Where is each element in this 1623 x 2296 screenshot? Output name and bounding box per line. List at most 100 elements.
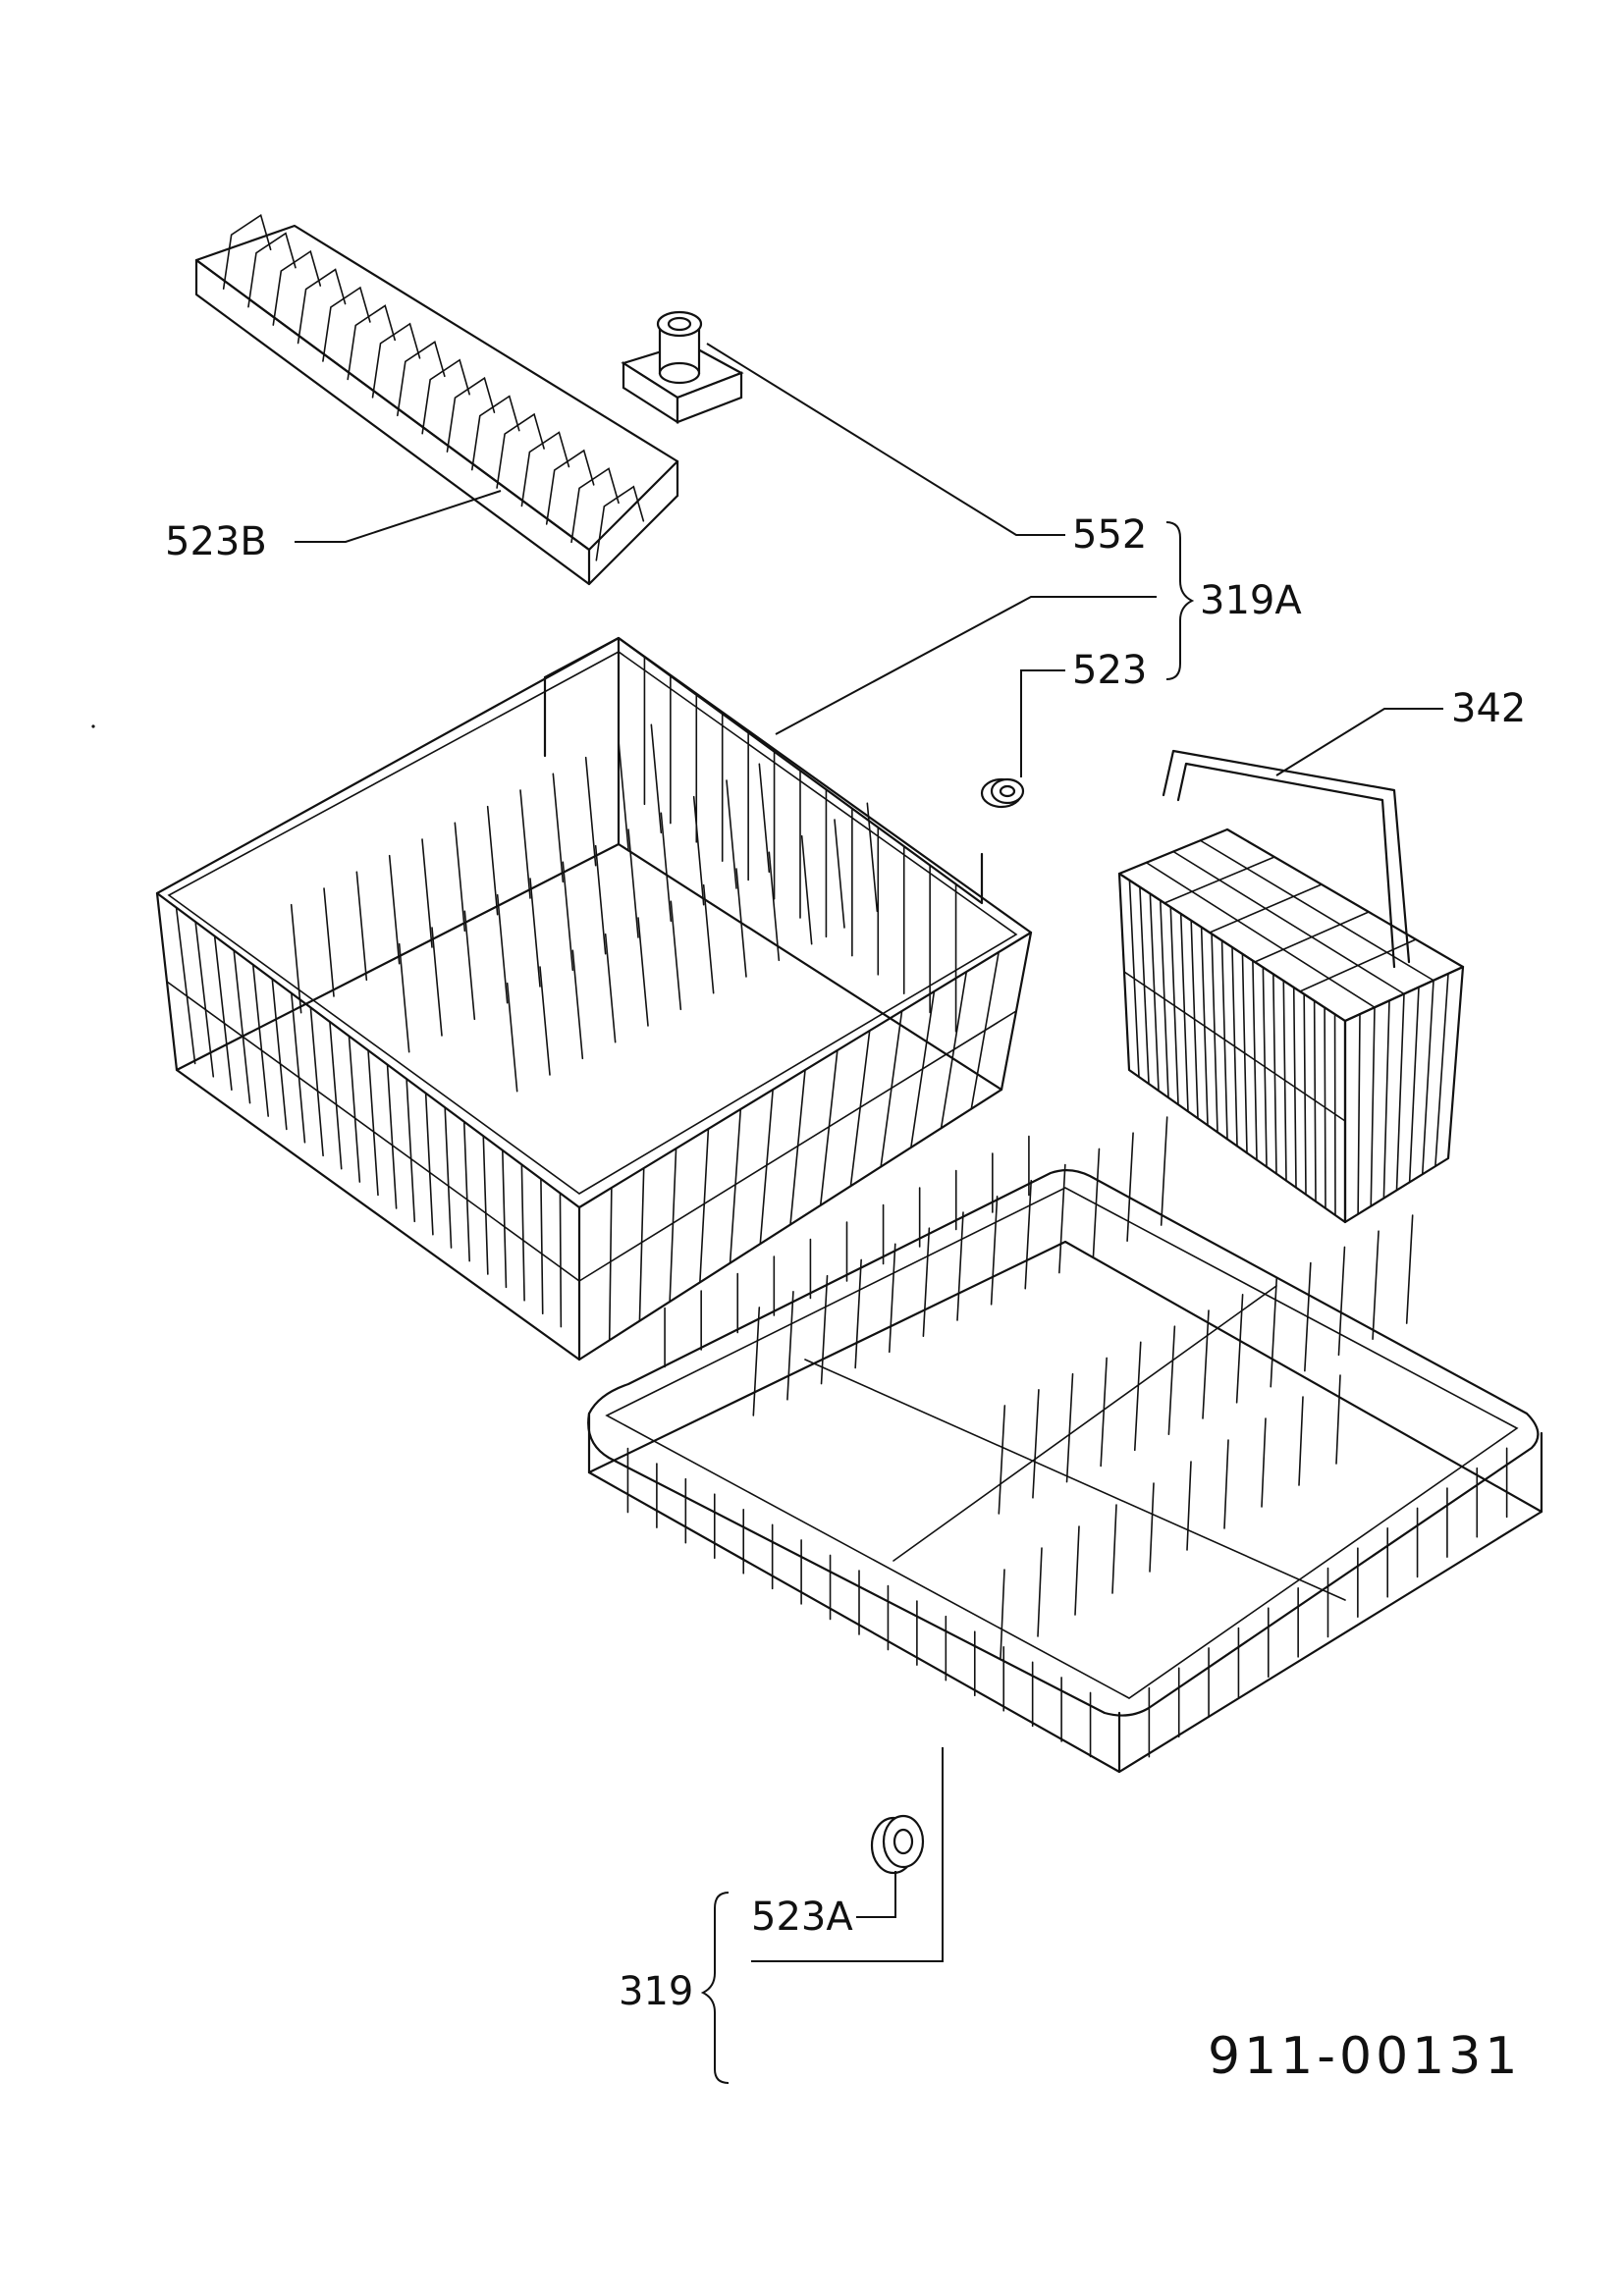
tine: [595, 485, 645, 561]
cutlery-divider: [1254, 911, 1370, 963]
plate-tine: [539, 966, 551, 1076]
plate-tine: [670, 900, 682, 1011]
plate-tine: [486, 805, 499, 916]
plate-tine: [1270, 1277, 1278, 1388]
plate-tine: [1337, 1246, 1346, 1357]
plate-tine: [1186, 1461, 1192, 1551]
label-552: 552: [1072, 512, 1147, 558]
tine: [272, 249, 322, 326]
plate-tine: [627, 828, 639, 938]
plate-tine: [463, 910, 476, 1021]
cutlery-divider: [1299, 938, 1417, 992]
document-number: 911-00131: [1208, 2027, 1521, 2086]
basket-wire: [309, 1006, 324, 1157]
plate-tine: [854, 1258, 862, 1369]
plate-tine: [398, 942, 410, 1053]
wheel-bracket-552: [621, 310, 744, 425]
basket-wire: [502, 1149, 508, 1289]
plate-tine: [998, 1405, 1006, 1515]
plate-tine: [820, 1274, 829, 1385]
plate-tine: [1149, 1482, 1155, 1573]
cutlery-divider: [1199, 839, 1434, 982]
tine: [446, 376, 496, 453]
basket-wire: [540, 1178, 544, 1314]
plate-tine: [786, 1290, 794, 1401]
plate-tine: [726, 779, 737, 889]
cutlery-divider: [1172, 850, 1405, 995]
plate-tine: [888, 1243, 896, 1354]
tine: [297, 268, 347, 345]
plate-tine: [1335, 1374, 1341, 1465]
plate-tine: [421, 838, 433, 948]
lower-basket: [587, 1116, 1543, 1774]
plate-tine: [388, 854, 401, 965]
tine: [421, 358, 470, 435]
basket-wire: [175, 906, 196, 1065]
brace-319a: [1165, 521, 1195, 680]
tine: [570, 467, 620, 544]
plate-tine: [1261, 1417, 1267, 1508]
plate-tine: [1037, 1547, 1043, 1637]
plate-tine: [562, 861, 574, 972]
basket-wire: [789, 1069, 806, 1226]
cutlery-divider: [1145, 861, 1376, 1009]
basket-wire: [329, 1021, 343, 1170]
wheel-523: [980, 777, 1025, 809]
plate-tine: [768, 851, 781, 962]
leader-lines: [295, 343, 1443, 1962]
basket-rail: [578, 1010, 1017, 1282]
basket-wire: [233, 949, 251, 1104]
basket-wire: [406, 1078, 416, 1223]
plate-tine: [834, 819, 845, 929]
plate-tine: [650, 723, 663, 834]
label-319a: 319A: [1200, 578, 1302, 623]
cutlery-divider: [1163, 856, 1275, 904]
tine: [347, 304, 397, 381]
plate-tine: [1074, 1525, 1080, 1616]
plate-tine: [758, 763, 771, 874]
plate-tine: [1024, 1179, 1033, 1290]
wheel-523a: [870, 1814, 925, 1875]
label-342: 342: [1451, 686, 1526, 731]
tine: [496, 412, 545, 489]
cutlery-wire: [1421, 979, 1434, 1176]
basket-wire: [251, 963, 269, 1117]
tine: [520, 431, 570, 507]
cutlery-wire: [1357, 1013, 1361, 1215]
plate-tine: [660, 812, 673, 923]
plate-tine: [752, 1307, 761, 1416]
plate-tine: [1058, 1163, 1066, 1274]
tine: [247, 232, 297, 308]
plate-tine: [454, 822, 466, 933]
brace-319: [700, 1892, 730, 2084]
cutlery-wire: [1395, 992, 1405, 1192]
basket-wire: [608, 1187, 613, 1342]
tine: [545, 449, 595, 525]
basket-wire: [348, 1035, 361, 1183]
basket-wire: [729, 1108, 742, 1264]
plate-tine: [956, 1211, 964, 1321]
plate-tine: [584, 756, 597, 867]
plate-tine: [290, 903, 302, 1014]
plate-tine: [604, 933, 617, 1043]
plate-tine: [1372, 1230, 1380, 1341]
tine: [371, 322, 421, 399]
cutlery-divider: [1209, 883, 1323, 934]
cutlery-rail: [1123, 971, 1346, 1122]
label-523a: 523A: [751, 1895, 853, 1940]
basket-wire: [669, 1148, 677, 1303]
basket-wire: [444, 1106, 453, 1249]
basket-wire: [559, 1192, 563, 1328]
plate-tine: [1100, 1357, 1108, 1468]
plate-tine: [800, 834, 813, 945]
basket-rail: [166, 981, 580, 1282]
plate-tine: [1405, 1214, 1414, 1324]
cutlery-wire: [1408, 986, 1420, 1184]
cutlery-basket-342: [1117, 749, 1465, 1224]
plate-tine: [1065, 1372, 1074, 1483]
basket-wire: [759, 1089, 774, 1245]
plate-tine: [866, 802, 879, 913]
plate-tine: [1092, 1148, 1101, 1258]
plate-tine: [990, 1196, 999, 1306]
